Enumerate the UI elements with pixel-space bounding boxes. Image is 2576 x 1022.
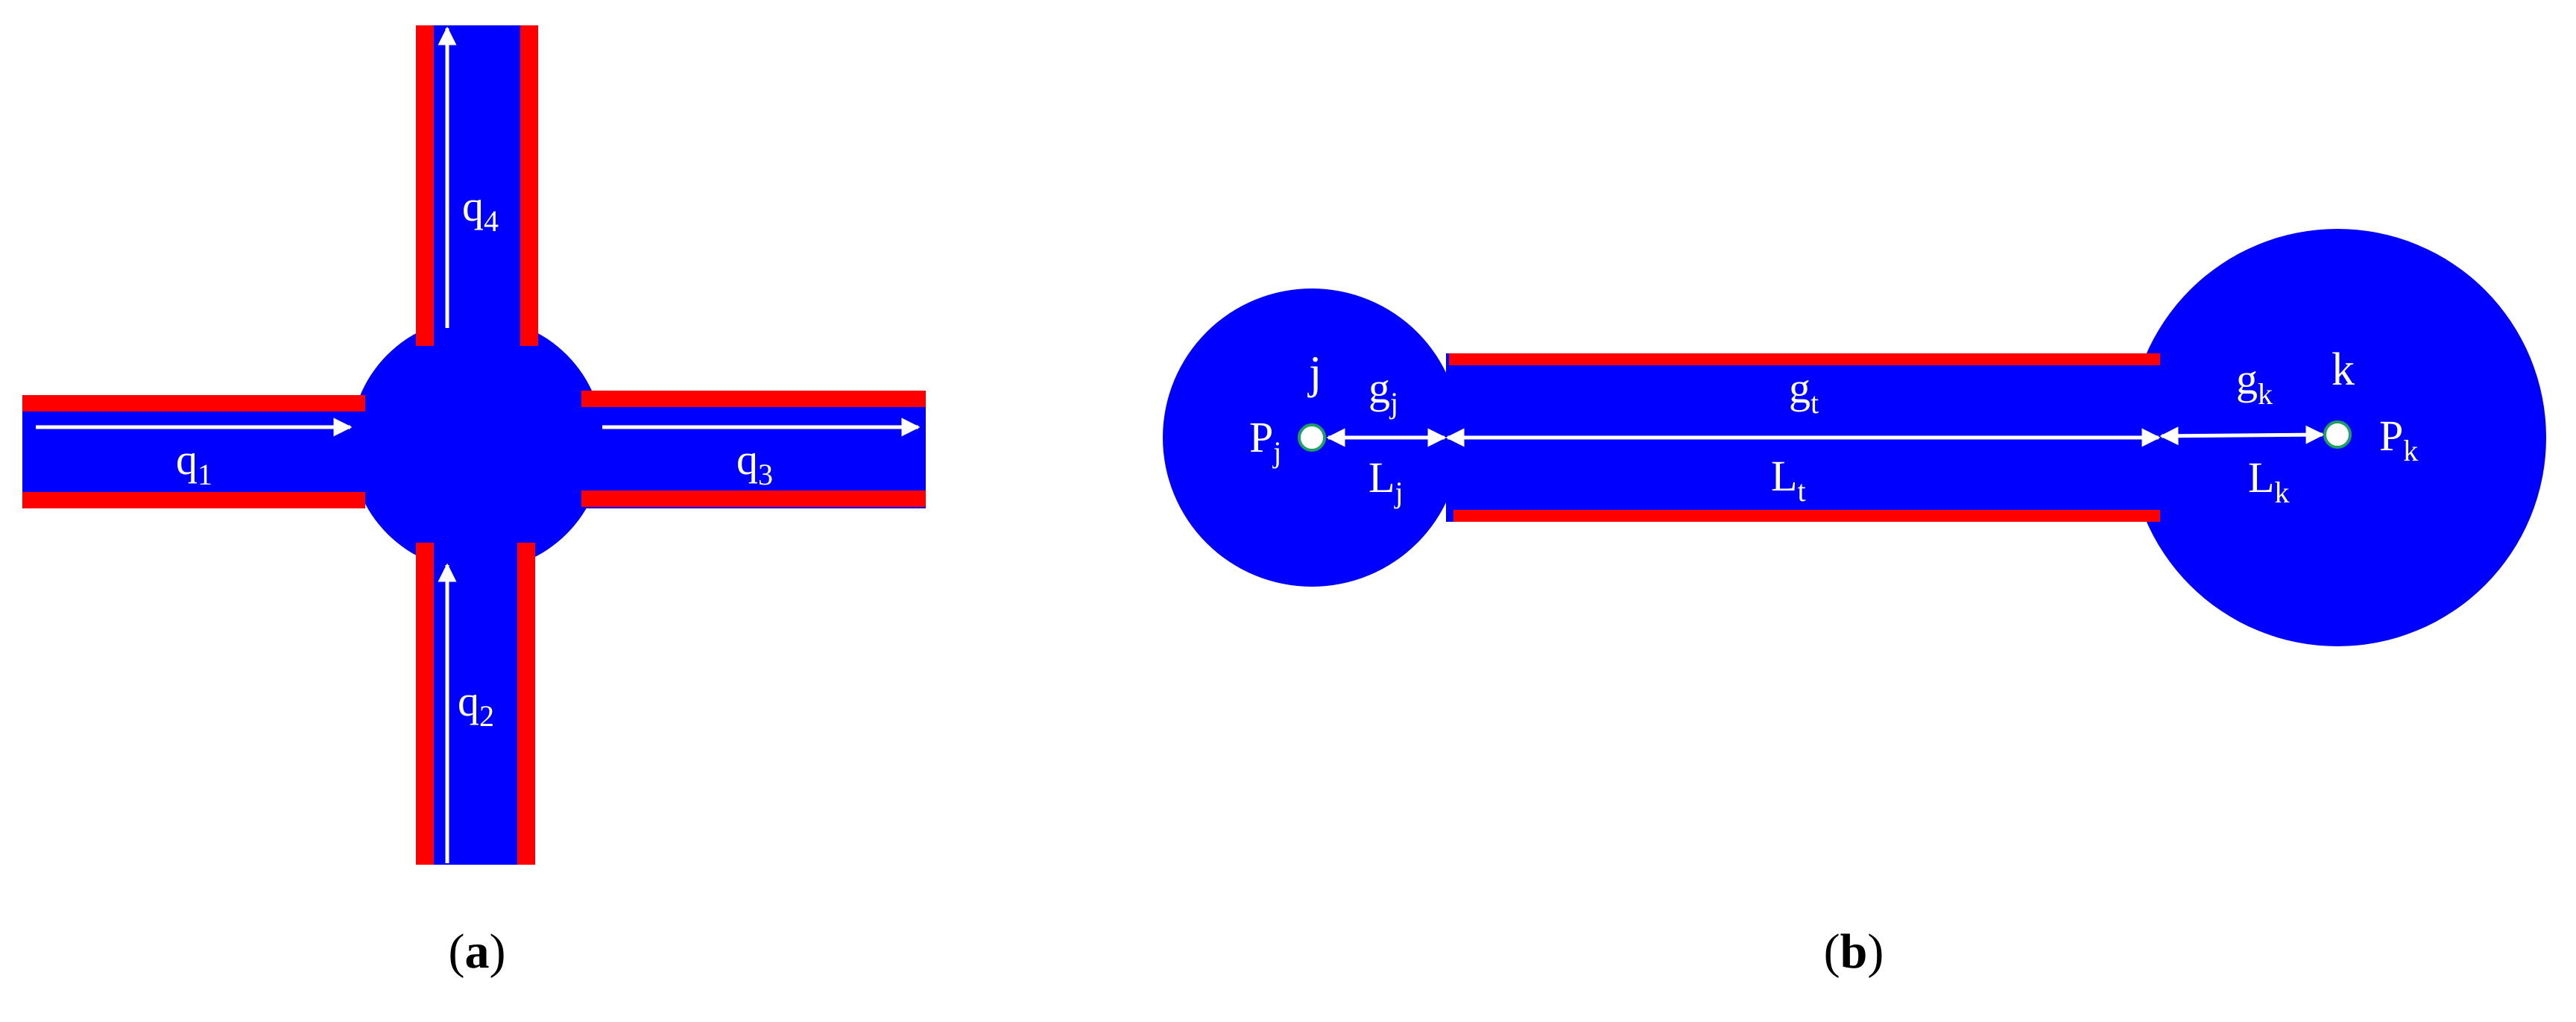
label-q4: q4	[462, 182, 499, 238]
throat-left-wall-top	[22, 395, 365, 411]
label-q2: q2	[458, 677, 494, 733]
label-gj: gj	[1368, 364, 1398, 420]
node-point-j	[1298, 423, 1326, 452]
throat-right-wall-bottom	[581, 491, 926, 507]
pore-body-center	[350, 318, 604, 571]
throat-right-wall-top	[581, 391, 926, 407]
throat-t-wall-top	[1449, 353, 2160, 365]
label-gt: gt	[1789, 364, 1819, 420]
throat-bottom	[416, 543, 535, 865]
label-q1: q1	[176, 435, 212, 491]
label-Lt: Lt	[1771, 452, 1806, 508]
panel-a: q1 q2 q3 q4 (a)	[22, 25, 926, 979]
label-node-k: k	[2332, 344, 2355, 395]
throat-top-wall-left	[416, 25, 434, 346]
throat-bottom-wall-left	[416, 543, 434, 865]
throat-t-wall-bottom	[1453, 510, 2160, 522]
throat-right	[581, 391, 926, 508]
length-arrow-Lk	[2159, 425, 2325, 446]
label-Lj: Lj	[1368, 453, 1404, 509]
panel-b: j k gj gt gk Pj Pk Lj Lt Lk (b)	[1163, 229, 2546, 979]
throat-top-wall-right	[520, 25, 538, 346]
caption-a: (a)	[449, 924, 506, 979]
label-Pj: Pj	[1249, 413, 1281, 469]
throat-left-wall-bottom	[22, 492, 365, 508]
label-Pk: Pk	[2379, 411, 2418, 467]
throat-bottom-wall-right	[517, 543, 535, 865]
label-Lk: Lk	[2248, 453, 2289, 509]
throat-top	[416, 25, 538, 346]
throat-left	[22, 395, 365, 507]
label-q3: q3	[736, 435, 773, 491]
caption-b: (b)	[1824, 924, 1884, 979]
node-point-k	[2323, 420, 2352, 449]
label-node-j: j	[1307, 347, 1322, 398]
label-gk: gk	[2236, 355, 2273, 411]
